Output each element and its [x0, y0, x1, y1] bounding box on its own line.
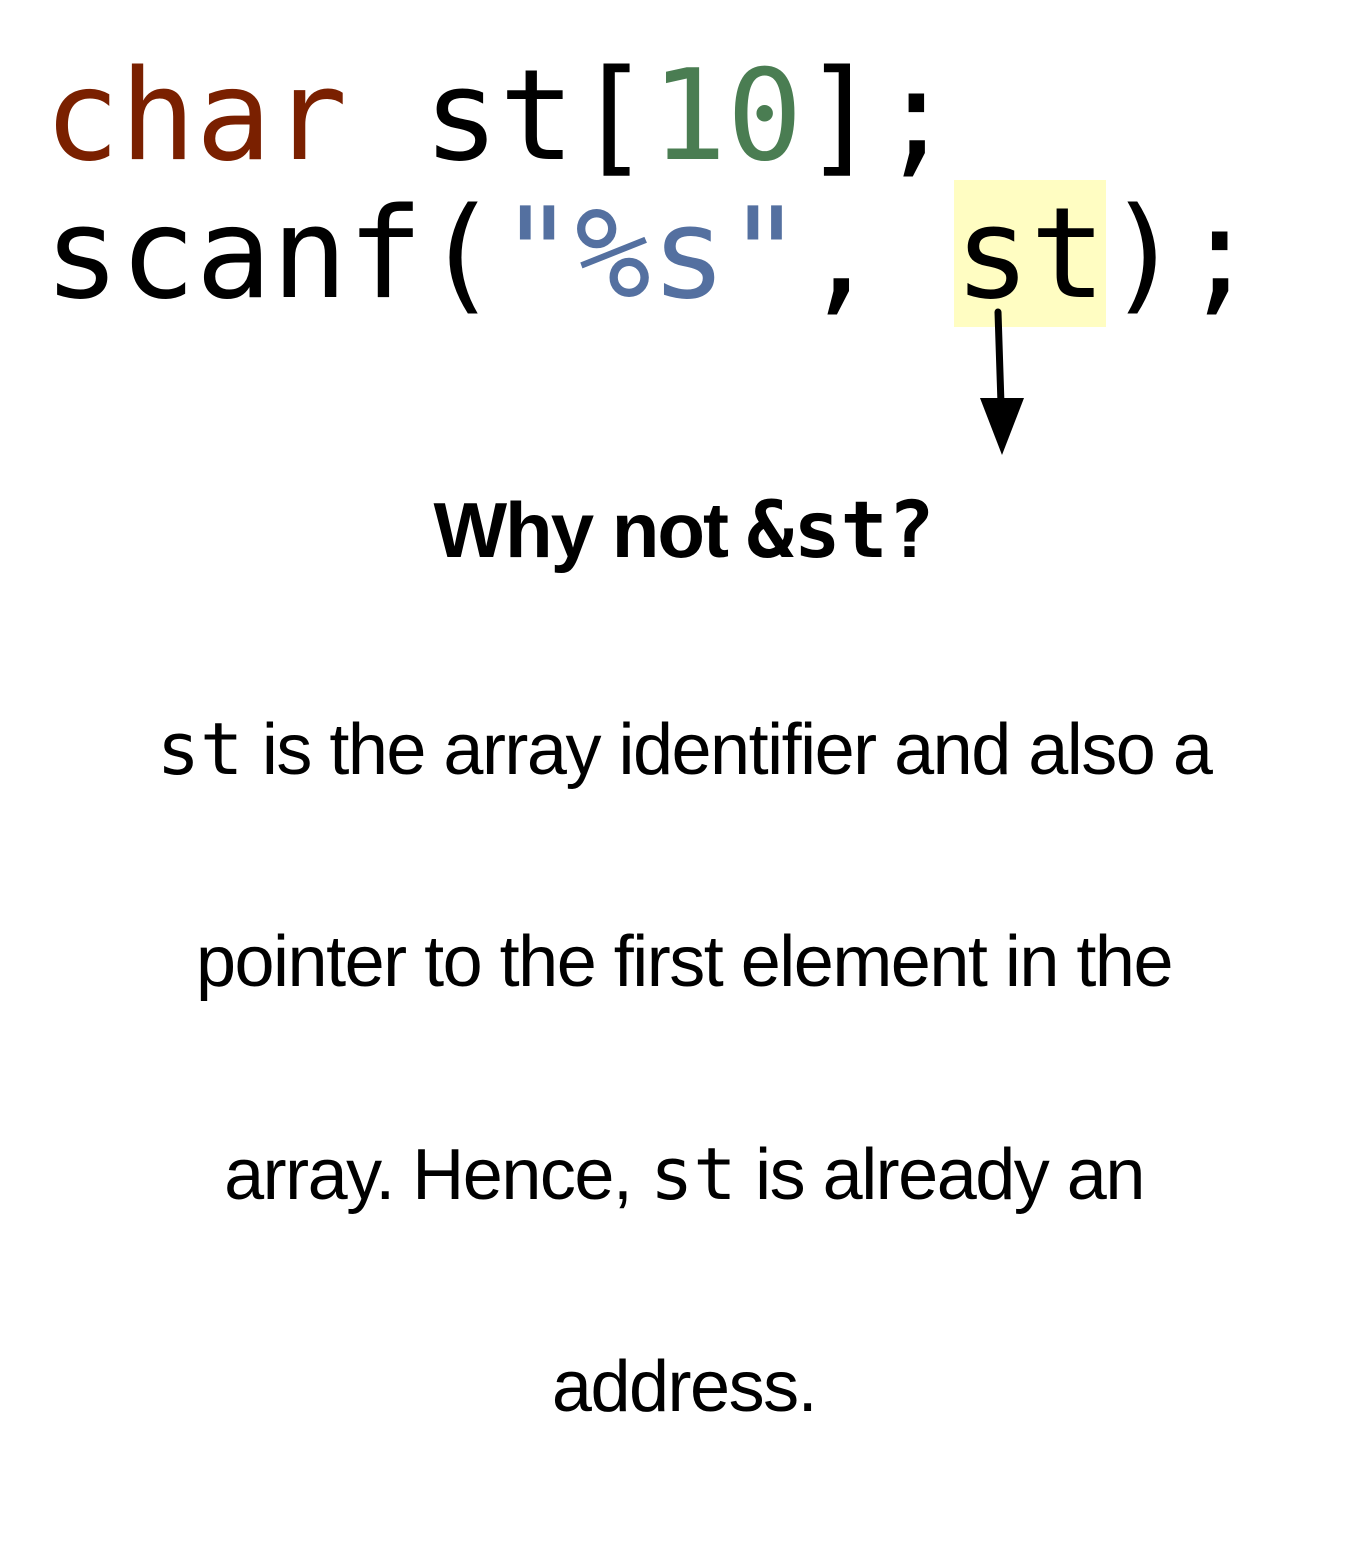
explanation-text: array. Hence,: [224, 1135, 650, 1215]
explanation-line-4: address.: [551, 1347, 818, 1427]
code-line-declaration: char st[10];: [44, 46, 954, 186]
question-text: Why not: [433, 486, 747, 574]
caption-question: Why not &st?: [0, 480, 1368, 581]
explanation-line-3: array. Hence, st is already an: [0, 1121, 1368, 1228]
code-line-scanf-call: scanf("%s", st);: [44, 180, 1258, 327]
code-function-scanf: scanf(: [44, 180, 500, 327]
code-number-literal: 10: [650, 42, 803, 189]
explanation-text: is already an: [736, 1135, 1145, 1215]
code-identifier-st: st[: [423, 42, 651, 189]
explanation-text: is the array identifier and also a: [243, 710, 1213, 790]
code-comma: ,: [802, 180, 955, 327]
code-line-tail: );: [1106, 180, 1258, 327]
highlighted-argument-st: st: [954, 180, 1107, 327]
explanation-line-2: pointer to the first element in the: [195, 922, 1174, 1002]
code-keyword-char: char: [44, 42, 348, 189]
question-code: &st?: [746, 486, 935, 576]
explanation-line-1: st is the array identifier and also a: [0, 696, 1368, 803]
code-line-tail: ];: [802, 42, 955, 189]
code-space: [347, 42, 423, 189]
inline-code-st: st: [156, 707, 244, 791]
inline-code-st: st: [649, 1132, 737, 1216]
caption-explanation: st is the array identifier and also a po…: [0, 590, 1368, 1546]
code-format-string: "%s": [499, 180, 803, 327]
arrow-head: [980, 398, 1024, 455]
